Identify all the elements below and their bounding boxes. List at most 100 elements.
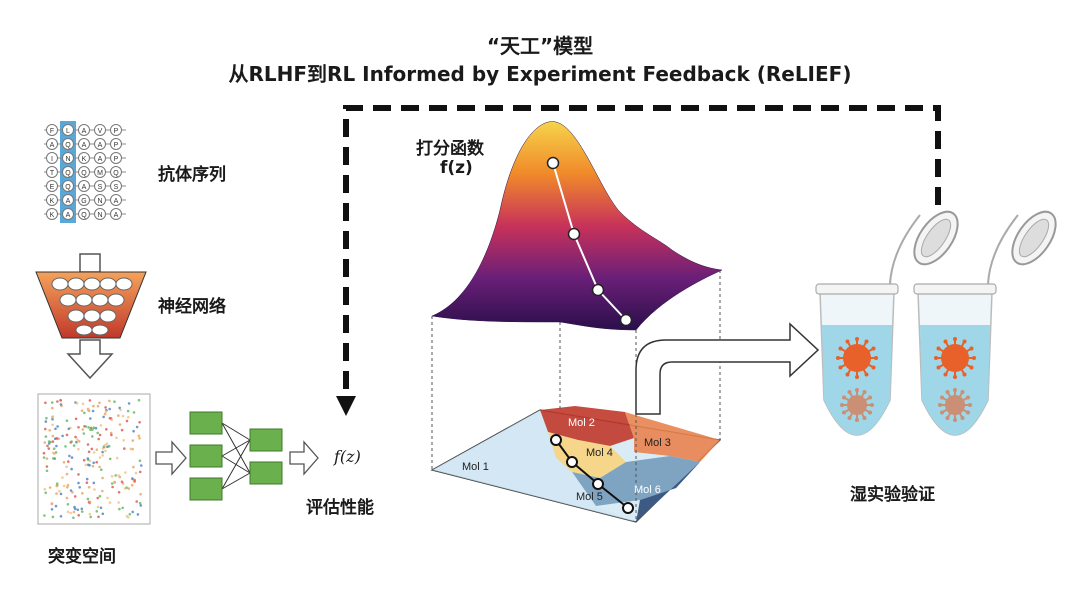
bent-arrow [635, 322, 820, 415]
residue-letter: A [82, 128, 87, 135]
sequence-residue [110, 194, 122, 206]
hollow-arrow [155, 440, 187, 476]
sequence-residue [62, 152, 74, 164]
residue-letter: V [98, 128, 103, 135]
sequence-residue [62, 180, 74, 192]
molecule-plane: Mol 1 Mol 2 Mol 3 Mol 4 Mol 5 Mol 6 [430, 270, 722, 523]
sequence-residue [94, 138, 106, 150]
residue-letter: A [82, 184, 87, 191]
test-tube [815, 210, 959, 436]
page-subtitle: 从RLHF到RL Informed by Experiment Feedback… [228, 62, 852, 86]
residue-letter: P [114, 156, 119, 163]
sequence-residue [78, 180, 90, 192]
residue-letter: K [82, 156, 87, 163]
residue-letter: P [114, 128, 119, 135]
sequence-residue [110, 124, 122, 136]
sequence-residue [46, 152, 58, 164]
residue-letter: A [98, 142, 103, 149]
residue-letter: G [81, 198, 86, 205]
sequence-residue [110, 166, 122, 178]
residue-letter: N [97, 198, 102, 205]
region-label-mol4: Mol 4 [586, 447, 613, 459]
sequence-residue [94, 208, 106, 220]
region-label-mol6: Mol 6 [634, 484, 661, 496]
label-neural-network: 神经网络 [158, 297, 226, 317]
sequence-residue [110, 180, 122, 192]
residue-letter: F [50, 128, 54, 135]
sequence-residue [78, 208, 90, 220]
residue-letter: S [114, 184, 119, 191]
sequence-residue [78, 194, 90, 206]
sequence-residue [110, 208, 122, 220]
sequence-residue [62, 194, 74, 206]
sequence-residue [110, 138, 122, 150]
sequence-residue [78, 166, 90, 178]
virus-icon [938, 388, 972, 422]
label-fz: f(z) [334, 447, 361, 466]
feedback-loop-arrow [336, 105, 941, 416]
residue-letter: I [51, 156, 53, 163]
sequence-residue [78, 138, 90, 150]
label-mutation-space: 突变空间 [48, 547, 116, 567]
residue-letter: N [97, 212, 102, 219]
virus-icon [836, 337, 878, 379]
residue-letter: K [50, 212, 55, 219]
mutation-space-scatter [37, 393, 151, 525]
label-scoring-function: 打分函数 [416, 139, 484, 159]
test-tubes [815, 210, 1057, 436]
residue-letter: Q [113, 170, 119, 177]
residue-letter: A [114, 212, 119, 219]
residue-letter: Q [81, 170, 87, 177]
label-evaluate-performance: 评估性能 [306, 498, 374, 518]
sequence-residue [94, 124, 106, 136]
residue-letter: A [66, 198, 71, 205]
residue-letter: L [66, 128, 70, 135]
region-label-mol5: Mol 5 [576, 491, 603, 503]
sequence-residue [46, 194, 58, 206]
sequence-residue [94, 166, 106, 178]
sequence-residue [94, 180, 106, 192]
sequence-residue [62, 138, 74, 150]
sequence-residue [94, 194, 106, 206]
sequence-residue [62, 124, 74, 136]
residue-letter: Q [65, 142, 71, 149]
residue-letter: K [50, 198, 55, 205]
residue-letter: T [50, 170, 55, 177]
sequence-residue [62, 208, 74, 220]
residue-letter: A [98, 156, 103, 163]
residue-letter: A [114, 198, 119, 205]
sequence-residue [46, 166, 58, 178]
test-tube [913, 210, 1057, 436]
residue-letter: M [97, 170, 103, 177]
label-wet-lab-validation: 湿实验验证 [850, 485, 935, 505]
region-label-mol1: Mol 1 [462, 461, 489, 473]
residue-letter: E [50, 184, 55, 191]
residue-letter: S [98, 184, 103, 191]
residue-letter: A [66, 212, 71, 219]
region-label-mol2: Mol 2 [568, 417, 595, 429]
neural-network-funnel [35, 253, 147, 380]
sequence-residue [46, 180, 58, 192]
residue-letter: A [82, 142, 87, 149]
residue-letter: Q [81, 212, 87, 219]
sequence-residue [78, 124, 90, 136]
sequence-residue [46, 124, 58, 136]
residue-letter: Q [65, 170, 71, 177]
residue-letter: N [65, 156, 70, 163]
sequence-residue [62, 166, 74, 178]
sequence-residue [94, 152, 106, 164]
sequence-residue [46, 138, 58, 150]
residue-letter: Q [65, 184, 71, 191]
label-antibody-sequence: 抗体序列 [158, 165, 226, 185]
residue-letter: A [50, 142, 55, 149]
scoring-surface [431, 121, 723, 331]
label-scoring-function-sub: f(z) [440, 158, 473, 178]
virus-icon [840, 388, 874, 422]
sequence-residue [110, 152, 122, 164]
page-title: “天工”模型 [486, 34, 594, 58]
feedforward-network [189, 411, 319, 501]
sequence-residue [46, 208, 58, 220]
region-label-mol3: Mol 3 [644, 437, 671, 449]
